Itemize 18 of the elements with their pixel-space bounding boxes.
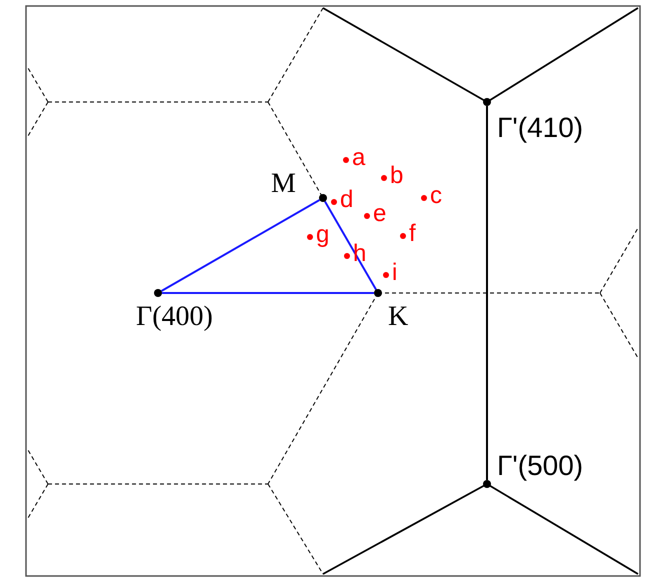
point-label: Γ'(500) xyxy=(497,452,584,480)
point-label: Γ'(410) xyxy=(497,114,584,142)
connector-line xyxy=(160,199,320,292)
connector-line xyxy=(486,106,488,480)
connector-line xyxy=(162,292,374,294)
point-label: c xyxy=(430,184,442,208)
point-label: b xyxy=(390,164,404,188)
point-label: K xyxy=(388,303,408,331)
point-label: M xyxy=(271,170,296,198)
point-label: d xyxy=(340,188,354,212)
point-label: e xyxy=(373,202,386,226)
connector-line xyxy=(324,200,377,290)
point-label: a xyxy=(352,146,366,170)
point-label: i xyxy=(392,261,398,285)
point-label: h xyxy=(353,242,366,266)
point-label: g xyxy=(316,223,330,247)
point-label: f xyxy=(409,222,416,246)
point-label: Γ(400) xyxy=(136,303,213,331)
